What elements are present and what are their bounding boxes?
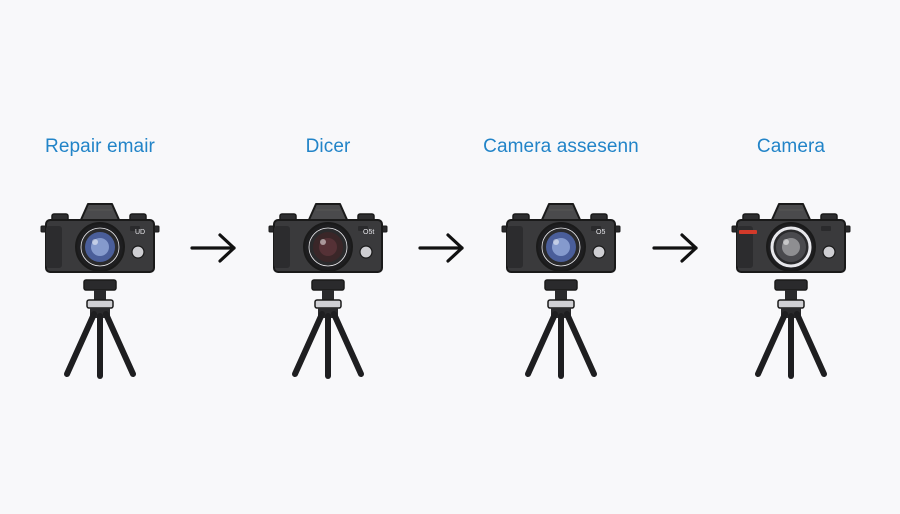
camera-model-badge: UD xyxy=(135,229,145,236)
camera-lens xyxy=(75,222,125,272)
camera-model-badge: O5t xyxy=(363,229,374,236)
right-arrow-icon xyxy=(418,230,466,266)
camera-model-badge: O5 xyxy=(596,229,605,236)
camera-lens xyxy=(766,222,816,272)
step-label: Repair emair xyxy=(45,136,155,157)
step-label: Dicer xyxy=(305,136,351,157)
camera-on-tripod-icon: O5 xyxy=(501,203,621,379)
step-label: Camera xyxy=(756,136,826,157)
tripod-icon xyxy=(755,279,827,379)
tripod-icon xyxy=(525,279,597,379)
step-camera: Camera xyxy=(691,136,891,396)
dslr-camera-icon: O5t xyxy=(268,203,388,273)
camera-on-tripod-icon: O5t xyxy=(268,203,388,379)
camera-lens xyxy=(303,222,353,272)
dslr-camera-icon: O5 xyxy=(501,203,621,273)
right-arrow-icon xyxy=(190,230,238,266)
step-label: Camera assesenn xyxy=(483,136,639,157)
tripod-icon xyxy=(292,279,364,379)
camera-on-tripod-icon: UD xyxy=(40,203,160,379)
right-arrow-icon xyxy=(652,230,700,266)
step-assessment: Camera assesenn O5 xyxy=(461,136,661,396)
camera-on-tripod-icon xyxy=(731,203,851,379)
dslr-camera-icon: UD xyxy=(40,203,160,273)
camera-lens xyxy=(536,222,586,272)
tripod-icon xyxy=(64,279,136,379)
dslr-camera-icon xyxy=(731,203,851,273)
step-repair: Repair emair UD xyxy=(0,136,200,396)
step-dicer: Dicer O5t xyxy=(228,136,428,396)
